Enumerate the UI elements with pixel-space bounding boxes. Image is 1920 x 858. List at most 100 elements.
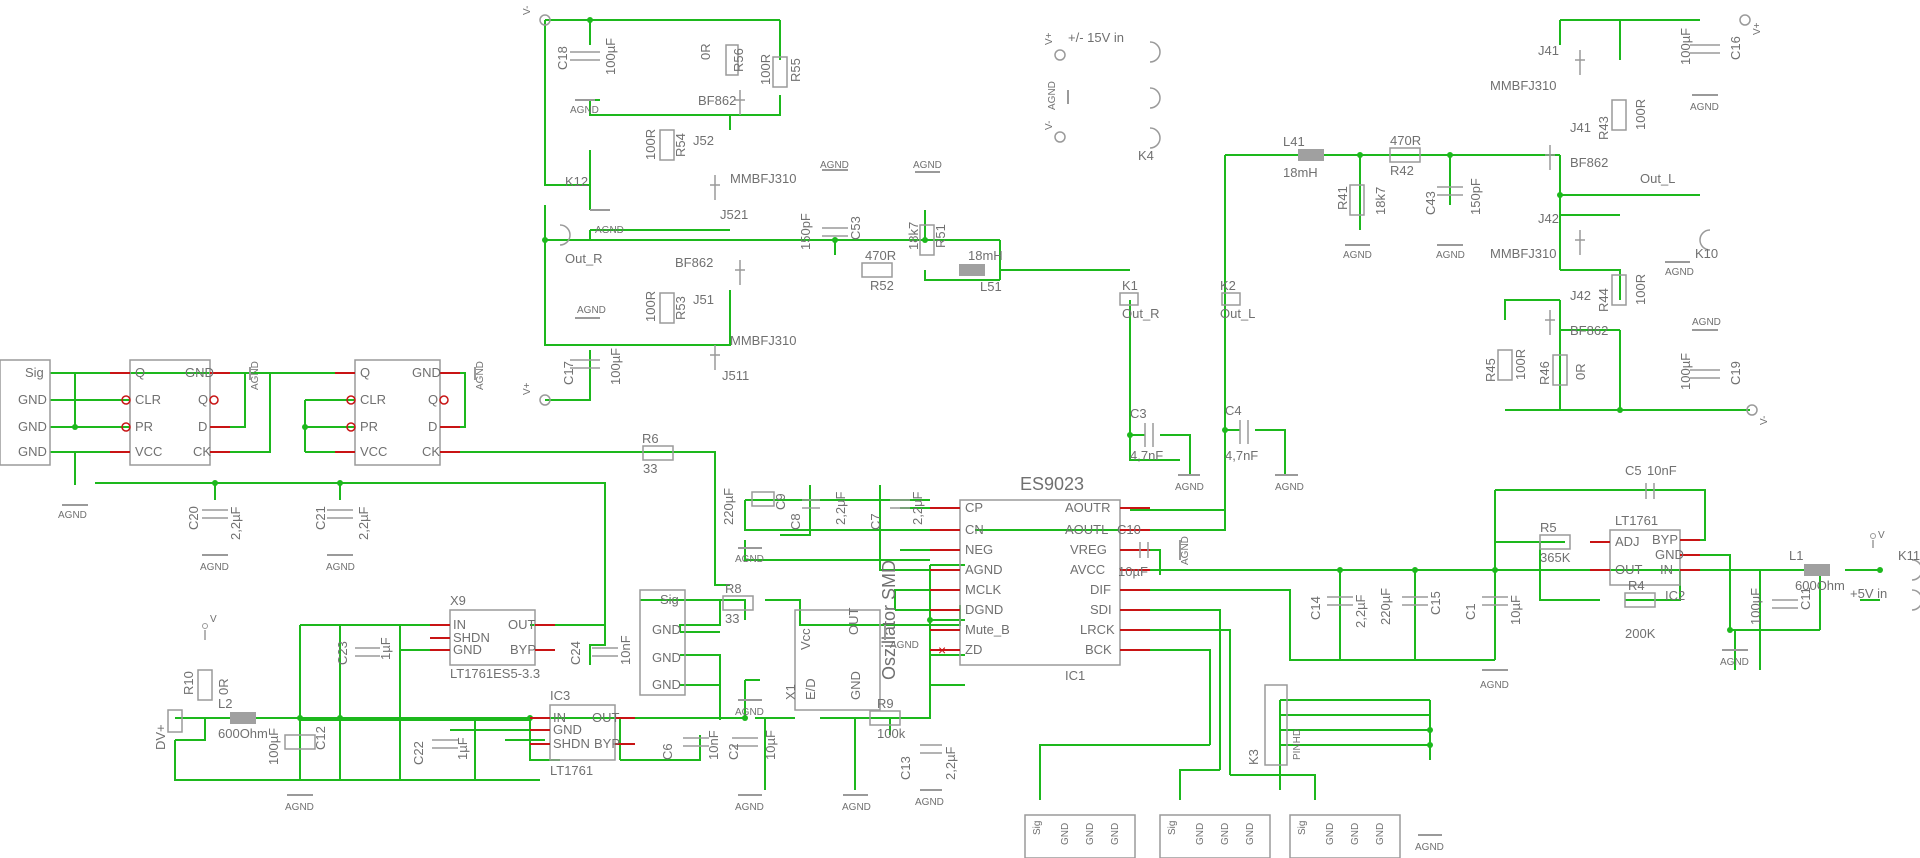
svg-text:J41: J41: [1570, 120, 1591, 135]
svg-text:L41: L41: [1283, 134, 1305, 149]
svg-text:AGND: AGND: [200, 562, 229, 573]
svg-text:C8: C8: [788, 513, 803, 530]
jumper-k2: K2 Out_L: [1220, 278, 1255, 321]
gnd-c18: AGND: [570, 99, 599, 116]
capacitor-c19: 100µF C19: [1678, 353, 1743, 390]
svg-text:100R: 100R: [1633, 99, 1648, 130]
capacitors: C18 100µF C17 100µF 150pF C53 C43 150pF …: [186, 28, 1813, 780]
svg-text:18k7: 18k7: [906, 222, 921, 250]
connector-hdr-bot-1: Sig GND GND GND: [1024, 814, 1136, 858]
svg-text:AGND: AGND: [1175, 482, 1204, 493]
capacitor-c43: C43 150pF: [1423, 178, 1483, 215]
svg-text:AGND: AGND: [1692, 317, 1721, 328]
svg-text:10nF: 10nF: [618, 635, 633, 665]
svg-text:IN: IN: [553, 710, 566, 725]
jumper-k1: K1 Out_R: [1119, 278, 1160, 321]
supply-v-right: V: [1870, 530, 1885, 548]
svg-text:BF862: BF862: [1570, 155, 1608, 170]
svg-text:AGND: AGND: [1180, 536, 1191, 565]
ic-lt1761-ic3: IC3 LT1761 IN GND SHDN OUT BYP: [530, 688, 635, 778]
svg-text:AOUTR: AOUTR: [1065, 500, 1111, 515]
svg-text:BYP: BYP: [510, 642, 536, 657]
svg-text:K10: K10: [1695, 246, 1718, 261]
svg-text:100µF: 100µF: [1678, 353, 1693, 390]
svg-text:LT1761: LT1761: [550, 763, 593, 778]
svg-text:J42: J42: [1538, 211, 1559, 226]
ic-lt1761-ic2: LT1761 IC2 ADJ OUT BYP GND IN: [1590, 513, 1700, 603]
svg-text:R54: R54: [673, 133, 688, 157]
jfet-j51: BF862 J51: [675, 255, 745, 307]
svg-text:K1: K1: [1122, 278, 1138, 293]
svg-text:OUT: OUT: [592, 710, 620, 725]
svg-text:ZD: ZD: [965, 642, 982, 657]
jumpers: K1 Out_R K2 Out_L: [1119, 278, 1255, 321]
resistor-r9: R9 100k: [869, 696, 906, 741]
gnd-flipflop-a: AGND: [249, 361, 261, 390]
jack-k12: K12 Out_R: [559, 174, 603, 266]
capacitor-c21: C21 2,2µF: [313, 506, 371, 540]
svg-text:GND: GND: [185, 365, 214, 380]
svg-text:VCC: VCC: [135, 444, 162, 459]
svg-text:100R: 100R: [1513, 349, 1528, 380]
connector-hdr-bot-2: Sig GND GND GND: [1159, 814, 1271, 858]
capacitor-c18: C18 100µF: [555, 38, 618, 75]
svg-text:Q: Q: [360, 365, 370, 380]
gnd-c1: AGND: [1480, 669, 1509, 691]
gnd-c17: AGND: [575, 305, 606, 319]
svg-text:100µF: 100µF: [266, 728, 281, 765]
svg-text:AGND: AGND: [1436, 250, 1465, 261]
svg-text:AGND: AGND: [1275, 482, 1304, 493]
svg-text:J511: J511: [722, 368, 749, 383]
svg-text:2,2µF: 2,2µF: [228, 506, 243, 540]
svg-text:R53: R53: [673, 296, 688, 320]
svg-text:CK: CK: [422, 444, 440, 459]
zd-noconnect-icon: ×: [938, 642, 946, 658]
resistor-r55: 100R R55: [758, 54, 803, 88]
svg-text:AGND: AGND: [58, 510, 87, 521]
svg-text:100µF: 100µF: [1748, 588, 1763, 625]
svg-text:BYP: BYP: [594, 736, 620, 751]
capacitor-c20: C20 2,2µF: [186, 506, 243, 540]
gnd-c13: AGND: [915, 789, 944, 808]
svg-text:200K: 200K: [1625, 626, 1656, 641]
svg-text:GND: GND: [1375, 823, 1386, 845]
svg-text:OUT: OUT: [846, 608, 861, 636]
capacitor-c23: C23 1µF: [335, 637, 393, 665]
svg-text:GND: GND: [1245, 823, 1256, 845]
svg-text:10nF: 10nF: [1647, 463, 1677, 478]
svg-text:220µF: 220µF: [1378, 588, 1393, 625]
svg-text:R8: R8: [725, 581, 742, 596]
svg-text:Sig: Sig: [1032, 821, 1043, 835]
svg-text:AGND: AGND: [890, 640, 919, 651]
supply-vminus-right: V-: [1746, 404, 1770, 425]
svg-text:GND: GND: [652, 622, 681, 637]
svg-text:GND: GND: [1110, 823, 1121, 845]
svg-text:LT1761ES5-3.3: LT1761ES5-3.3: [450, 666, 540, 681]
gnd-c4: AGND: [1275, 474, 1304, 493]
gnd-osc-bottom: AGND: [842, 794, 871, 813]
resistor-r44: 100R R44: [1596, 274, 1648, 312]
capacitor-c12: 100µF C12: [266, 726, 328, 765]
svg-text:100µF: 100µF: [1678, 28, 1693, 65]
jfets: BF862 J52 MMBFJ310 J521 BF862 J51 MMBFJ3…: [675, 43, 1608, 383]
jacks: K12 Out_R K10 Out_L K4 +/- 15V in K11 +5…: [559, 30, 1920, 611]
capacitor-c4: C4 4,7nF: [1225, 403, 1258, 463]
capacitor-c1: C1 10µF: [1463, 595, 1523, 625]
supply-dvplus: DV+: [153, 709, 183, 750]
svg-text:V+: V+: [1752, 22, 1763, 35]
capacitor-c17: C17 100µF: [561, 348, 623, 385]
svg-text:18mH: 18mH: [968, 248, 1003, 263]
svg-text:BYP: BYP: [1652, 532, 1678, 547]
svg-text:AGND: AGND: [1415, 842, 1444, 853]
svg-text:AGND: AGND: [965, 562, 1003, 577]
capacitor-c24: C24 10nF: [568, 635, 633, 665]
svg-text:V-: V-: [1759, 416, 1770, 425]
inductor-l1: L1 600Ohm: [1789, 548, 1845, 593]
svg-text:OUT: OUT: [508, 617, 536, 632]
gnd-flipflop-b: AGND: [474, 361, 486, 390]
gnd-hdr-bottom: AGND: [1415, 834, 1444, 853]
svg-text:X1: X1: [783, 684, 798, 700]
supply-vminus-k4: V-: [1044, 121, 1066, 143]
svg-text:C11: C11: [1798, 587, 1813, 610]
svg-text:J52: J52: [693, 133, 714, 148]
